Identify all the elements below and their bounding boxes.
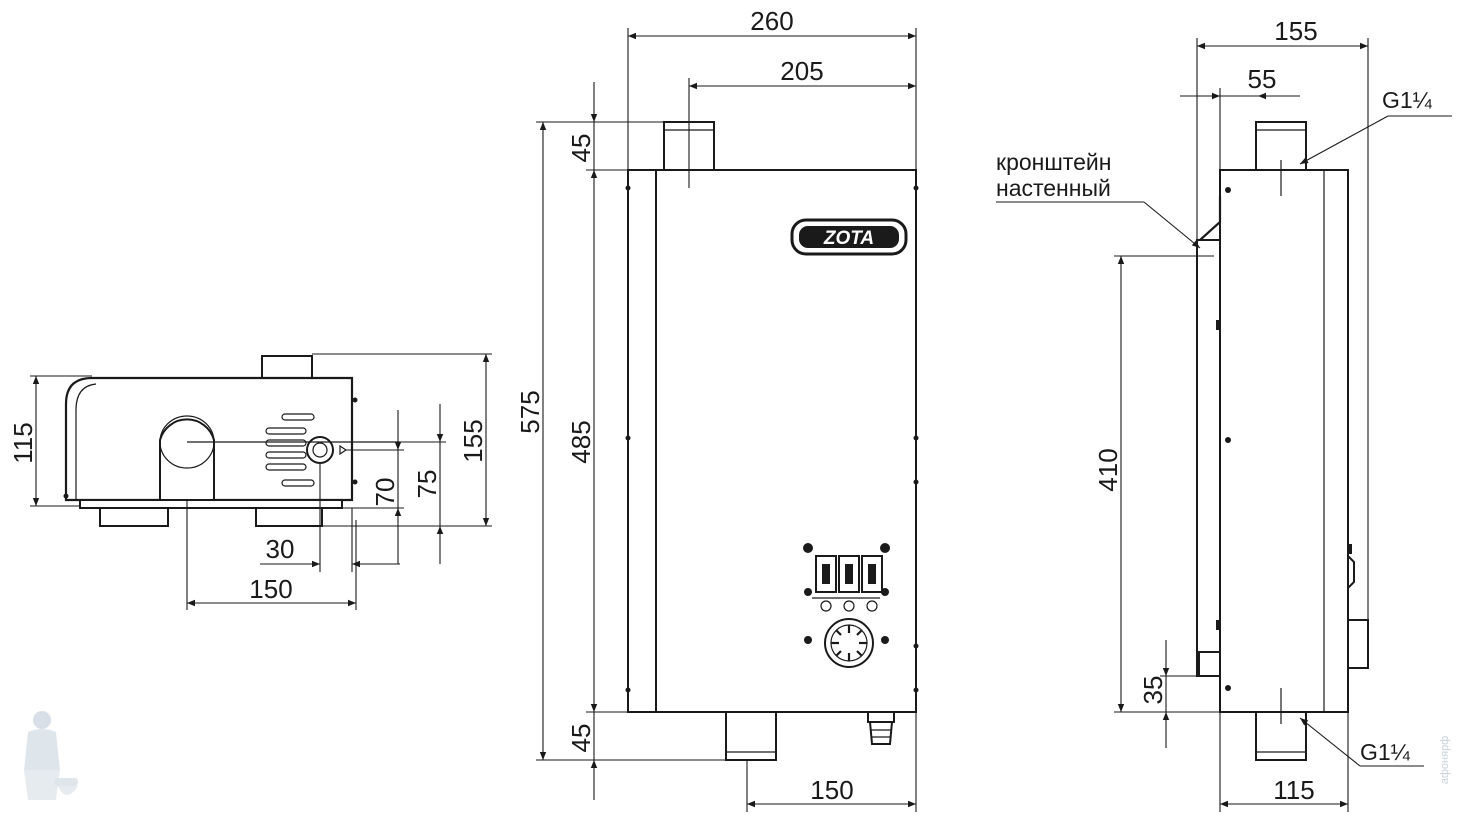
front-view-body (655, 169, 917, 713)
label-thread-top: G1¼ (1382, 87, 1433, 113)
front-view: ZOTA (515, 6, 919, 812)
side-view-body (1219, 169, 1349, 713)
side-view-mount-plate (1196, 239, 1221, 677)
dim-front-575: 575 (515, 390, 545, 433)
dim-front-260: 260 (750, 6, 793, 36)
wall-bracket (1199, 196, 1222, 241)
top-view-cable-gland (306, 436, 334, 464)
zota-logo: ZOTA (790, 218, 908, 256)
dim-side-115: 115 (1273, 775, 1314, 805)
front-view-mount-plate (627, 169, 657, 713)
dim-front-45-bottom: 45 (566, 724, 596, 753)
dim-front-45-top: 45 (566, 134, 596, 163)
watermark-text: афонярф (1439, 736, 1451, 785)
dim-top-70: 70 (370, 478, 400, 507)
dim-front-150: 150 (810, 775, 853, 805)
top-view-foot-left (99, 507, 169, 527)
dim-top-115: 115 (8, 422, 38, 463)
dim-top-75: 75 (412, 470, 442, 499)
plumber-figure-icon (24, 711, 78, 800)
dim-top-150: 150 (249, 574, 292, 604)
dim-side-155: 155 (1274, 16, 1317, 46)
dim-front-205: 205 (780, 56, 823, 86)
dim-top-155: 155 (458, 419, 488, 462)
top-view-vents (265, 413, 315, 487)
top-view-base-plate (79, 499, 343, 509)
dim-side-35: 35 (1138, 676, 1168, 705)
top-view-pipe (159, 418, 215, 501)
top-view: 115 155 75 70 30 150 (8, 353, 492, 610)
front-view-control-panel (803, 543, 890, 668)
dim-top-30: 30 (266, 534, 295, 564)
dim-side-410: 410 (1093, 448, 1123, 491)
dim-front-485: 485 (566, 420, 596, 463)
label-bracket-line2: настенный (996, 175, 1111, 201)
front-view-bottom-pipe (725, 711, 777, 761)
svg-text:ZOTA: ZOTA (823, 228, 874, 249)
watermark: афонярф (24, 711, 1451, 800)
dim-side-55: 55 (1248, 64, 1277, 94)
label-bracket-line1: кронштейн (996, 149, 1111, 175)
front-view-cable-gland (867, 711, 895, 745)
top-view-pipe-stub (261, 355, 313, 379)
label-thread-bottom: G1¼ (1360, 739, 1411, 765)
side-view-control-box (1347, 619, 1369, 669)
top-view-foot-right (255, 507, 323, 527)
side-view: 155 55 410 35 115 G1¼ G1¼ кронштей (996, 16, 1452, 812)
